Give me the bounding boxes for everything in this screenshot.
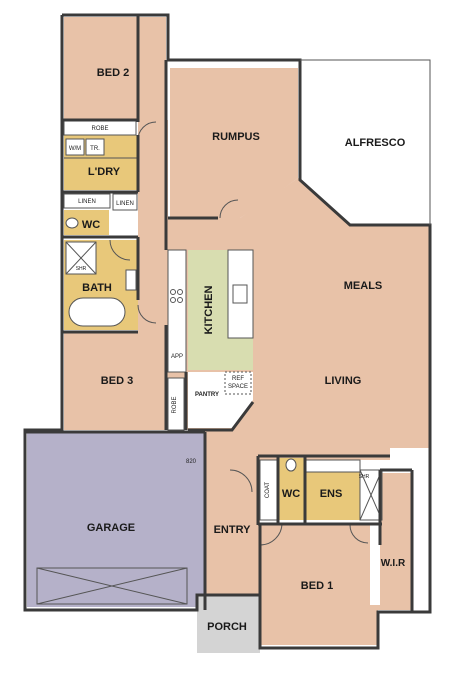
door-swing-bed3 — [137, 304, 157, 324]
wir-area — [380, 473, 412, 605]
toilet-top — [65, 217, 79, 229]
door-swing-entry-2 — [259, 522, 283, 546]
door-swing-bath — [109, 239, 131, 261]
label-coat: COAT — [265, 482, 271, 499]
label-linen-2: LINEN — [116, 201, 134, 207]
porch-area — [197, 595, 260, 653]
cooktop-1 — [170, 289, 176, 295]
walls — [23, 13, 432, 650]
label-living: LIVING — [325, 375, 362, 387]
cooktop-2 — [177, 289, 183, 295]
label-wir: W.I.R — [381, 558, 406, 569]
fridge-space — [224, 371, 252, 395]
label-robe-bed2: ROBE — [91, 126, 108, 132]
fixture-labels: ROBE W/M TR. LINEN LINEN SHR APP ROBE PA… — [69, 126, 370, 498]
kitchen-sink — [232, 284, 248, 304]
label-bed1: BED 1 — [301, 580, 333, 592]
ens-area — [305, 470, 360, 520]
bed2-area — [64, 17, 166, 120]
cooktop-4 — [177, 297, 183, 303]
label-bed3: BED 3 — [101, 375, 133, 387]
label-pantry: PANTRY — [195, 392, 219, 398]
label-robe-bed3: ROBE — [172, 396, 178, 413]
label-wc-top: WC — [82, 219, 100, 231]
washing-machine-box — [65, 138, 85, 156]
fixtures — [36, 118, 383, 605]
label-shr-ens: SHR — [359, 474, 370, 480]
shower-diag-2 — [65, 241, 97, 275]
linen-cupboard-1 — [63, 193, 111, 209]
linen-cupboard-2 — [112, 193, 138, 211]
label-rumpus: RUMPUS — [212, 131, 260, 143]
trough-box — [85, 138, 105, 156]
label-meals: MEALS — [344, 280, 383, 292]
garage-area — [27, 432, 205, 607]
label-ref: REF — [232, 376, 244, 382]
label-bath: BATH — [82, 282, 112, 294]
rumpus-area — [170, 68, 298, 218]
cooktop-3 — [170, 297, 176, 303]
robe-bed3 — [167, 377, 185, 431]
label-ens: ENS — [320, 488, 343, 500]
door-swing-rumpus — [219, 199, 239, 219]
alfresco-outline — [300, 59, 431, 225]
garage-door — [36, 567, 188, 605]
door-swing-bed1 — [349, 524, 369, 544]
label-wc-ens: WC — [282, 488, 300, 500]
door-swing-entry-1 — [229, 469, 253, 493]
bed3-area — [64, 333, 166, 430]
entry-area — [205, 450, 260, 595]
outer-wall — [23, 13, 432, 650]
label-entry: ENTRY — [214, 524, 252, 536]
room-labels: BED 2 RUMPUS ALFRESCO L'DRY WC BATH KITC… — [82, 67, 406, 633]
label-porch: PORCH — [207, 621, 247, 633]
label-tr: TR. — [90, 146, 100, 152]
label-820: 820 — [186, 459, 197, 465]
bed1-area — [260, 525, 412, 645]
label-garage: GARAGE — [87, 522, 135, 534]
label-bed2: BED 2 — [97, 67, 129, 79]
bathtub — [68, 297, 126, 327]
bath-basin — [125, 269, 137, 291]
ens-vanity — [304, 459, 361, 473]
label-kitchen: KITCHEN — [203, 286, 215, 335]
label-app: APP — [171, 354, 183, 360]
kitchen-bench-left — [167, 249, 187, 373]
toilet-ens — [285, 458, 297, 472]
label-space: SPACE — [228, 384, 248, 390]
wall-pantry — [188, 401, 255, 432]
label-ldry: L'DRY — [88, 166, 121, 178]
label-linen-1: LINEN — [78, 199, 96, 205]
label-wm: W/M — [69, 146, 81, 152]
ens-shower-diag-2 — [359, 469, 383, 521]
label-alfresco: ALFRESCO — [345, 137, 406, 149]
label-shr-bath: SHR — [76, 266, 87, 272]
garage-door-diag-2 — [36, 567, 188, 605]
